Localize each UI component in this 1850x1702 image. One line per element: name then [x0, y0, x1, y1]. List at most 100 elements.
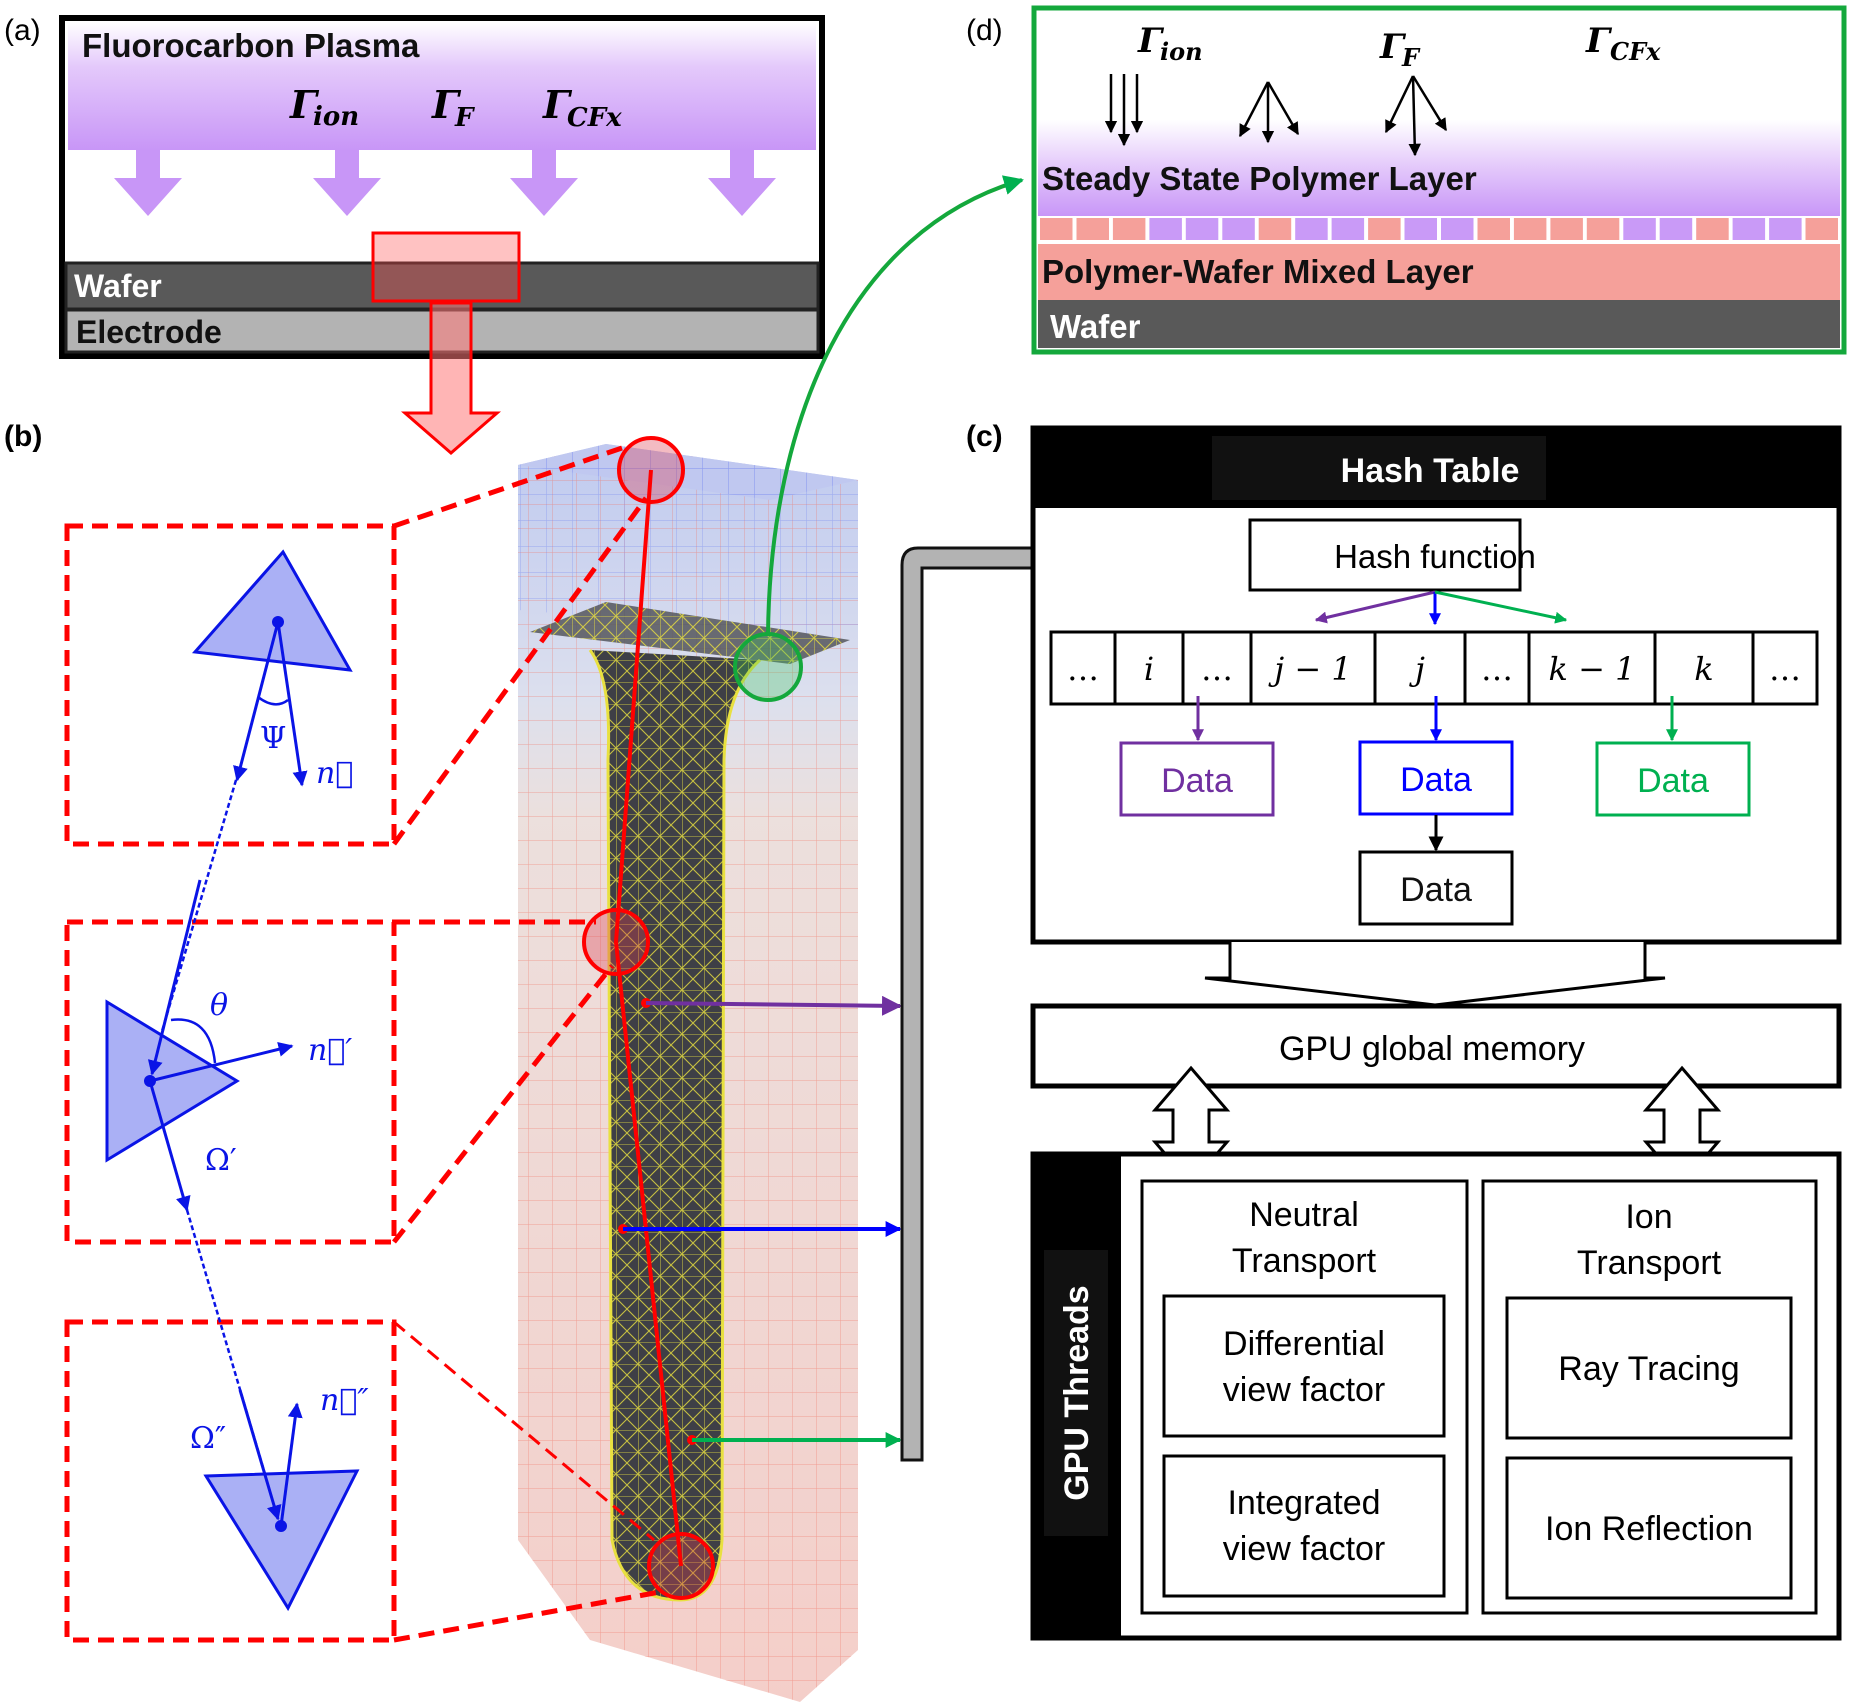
polymer-layer-label: Steady State Polymer Layer: [1042, 160, 1477, 197]
ion-reflection-box[interactable]: [1505, 1456, 1793, 1600]
gpu-memory-box[interactable]: [1030, 1003, 1842, 1089]
flux-label-f-d: Γ F: [1379, 27, 1421, 72]
facet-triangle: [203, 1469, 360, 1612]
hash-function-label: Hash function: [1334, 538, 1536, 575]
mixed-cell: [1805, 218, 1838, 240]
flux-arrows-d: [1104, 74, 1448, 157]
polymer-cell: [1295, 218, 1328, 240]
hash-bucket-cell[interactable]: [1751, 630, 1819, 706]
hash-arrow-green: [1434, 590, 1568, 624]
data-box-purple[interactable]: [1119, 741, 1275, 817]
svg-text:Γ: Γ: [1585, 21, 1613, 61]
data-box-blue[interactable]: [1358, 740, 1514, 816]
n-label: n⃗: [316, 756, 353, 791]
ray-path: [613, 469, 683, 1567]
ray-tracing-box[interactable]: [1505, 1296, 1793, 1440]
flux-label-cfx-d: Γ CFx: [1585, 21, 1661, 66]
data-label-blue: Data: [1400, 761, 1472, 799]
mixed-cell: [1586, 218, 1620, 240]
ion-title-line2: Transport: [1577, 1244, 1722, 1282]
theta-label: θ: [210, 988, 228, 1023]
hash-bucket-label: j − 1: [1268, 650, 1351, 688]
hash-bucket-cell[interactable]: [1463, 630, 1531, 706]
panel-a-label: (a): [4, 14, 41, 47]
ion-title-line1: Ion: [1625, 1198, 1672, 1236]
svg-text:Γ: Γ: [542, 82, 573, 127]
polymer-cell: [1659, 218, 1693, 240]
highlight-circle-green: [733, 632, 803, 702]
polymer-cell: [1732, 218, 1766, 240]
mixed-cell: [1696, 218, 1729, 240]
gpu-memory-label: GPU global memory: [1279, 1030, 1585, 1068]
diff-vf-line1: Differential: [1223, 1325, 1385, 1363]
differential-view-factor-box[interactable]: [1162, 1294, 1446, 1438]
polymer-layer: [1038, 120, 1840, 216]
svg-text:Γ: Γ: [1137, 21, 1165, 61]
mixed-cell: [1550, 218, 1583, 240]
n-prime-label: n⃗′: [308, 1033, 352, 1068]
hash-table-title: Hash Table: [1341, 452, 1520, 490]
hash-bucket-cell[interactable]: [1373, 630, 1467, 706]
transfer-arrow-icon: [1204, 942, 1666, 1007]
inset-top-facet: Ψ n⃗: [191, 549, 353, 791]
gpu-threads-label: GPU Threads: [1058, 1285, 1096, 1500]
mixed-cell: [1076, 218, 1109, 240]
plasma-arrow-icon: [114, 150, 182, 216]
data-label-green: Data: [1637, 762, 1709, 800]
inset-box-middle: [64, 919, 397, 1245]
hash-bucket-label: …: [1067, 650, 1099, 688]
svg-text:Γ: Γ: [289, 82, 320, 127]
data-box-chain[interactable]: [1358, 850, 1514, 926]
wafer-label-d: Wafer: [1050, 308, 1141, 345]
polymer-cell: [1149, 218, 1182, 240]
polymer-cell: [1404, 218, 1437, 240]
hash-bucket-cell[interactable]: [1181, 630, 1253, 706]
facet-triangle: [191, 549, 353, 672]
zoom-down-arrow-icon: [400, 301, 502, 455]
normal-arrow-icon: [149, 1041, 294, 1083]
electrode-label: Electrode: [76, 314, 222, 350]
plasma-arrow-icon: [708, 150, 776, 216]
mixed-cells-row: [1040, 218, 1838, 240]
svg-text:Γ: Γ: [431, 82, 462, 127]
incoming-arrow-icon: [238, 1389, 282, 1521]
plasma-arrows: [114, 150, 776, 216]
svg-text:ion: ion: [313, 102, 359, 132]
zoom-region-box: [371, 231, 521, 303]
incoming-arrow-icon: [147, 879, 202, 1076]
data-label-chain: Data: [1400, 871, 1472, 909]
hash-bucket-cell[interactable]: [1527, 630, 1657, 706]
mixed-cell: [1258, 218, 1292, 240]
hash-arrow-purple: [1314, 590, 1436, 624]
mixed-cell: [1368, 218, 1401, 240]
ray-tracing-label: Ray Tracing: [1558, 1350, 1739, 1388]
hash-bucket-cell[interactable]: [1249, 630, 1377, 706]
flux-label-ion-d: Γ ion: [1137, 21, 1203, 66]
facet-triangle: [105, 999, 240, 1163]
flux-label-cfx: Γ CFx: [542, 82, 622, 133]
svg-text:Γ: Γ: [1379, 27, 1407, 67]
inset-box-bottom: [64, 1319, 397, 1643]
omega-dprime-label: Ω″: [190, 1421, 226, 1456]
hash-function-box[interactable]: [1248, 518, 1522, 592]
svg-text:CFx: CFx: [567, 103, 622, 133]
hash-bucket-label: …: [1481, 650, 1513, 688]
svg-text:F: F: [1401, 43, 1421, 72]
ion-reflection-label: Ion Reflection: [1545, 1510, 1753, 1548]
integrated-view-factor-box[interactable]: [1162, 1454, 1446, 1598]
polymer-cell: [1331, 218, 1365, 240]
panel-b-label: (b): [4, 420, 42, 453]
plasma-arrow-icon: [313, 150, 381, 216]
n-dprime-label: n⃗″: [320, 1383, 369, 1418]
polymer-cell: [1623, 218, 1656, 240]
plasma-title: Fluorocarbon Plasma: [82, 27, 420, 64]
plasma-arrow-icon: [510, 150, 578, 216]
panel-d-label: (d): [966, 14, 1003, 47]
int-vf-line2: view factor: [1223, 1530, 1386, 1568]
panel-b: (b): [4, 175, 1251, 1702]
hash-bucket-label: i: [1144, 650, 1154, 688]
data-box-green[interactable]: [1595, 741, 1751, 817]
f-arrow-icon: [1266, 81, 1300, 136]
hash-bucket-label: …: [1201, 650, 1233, 688]
